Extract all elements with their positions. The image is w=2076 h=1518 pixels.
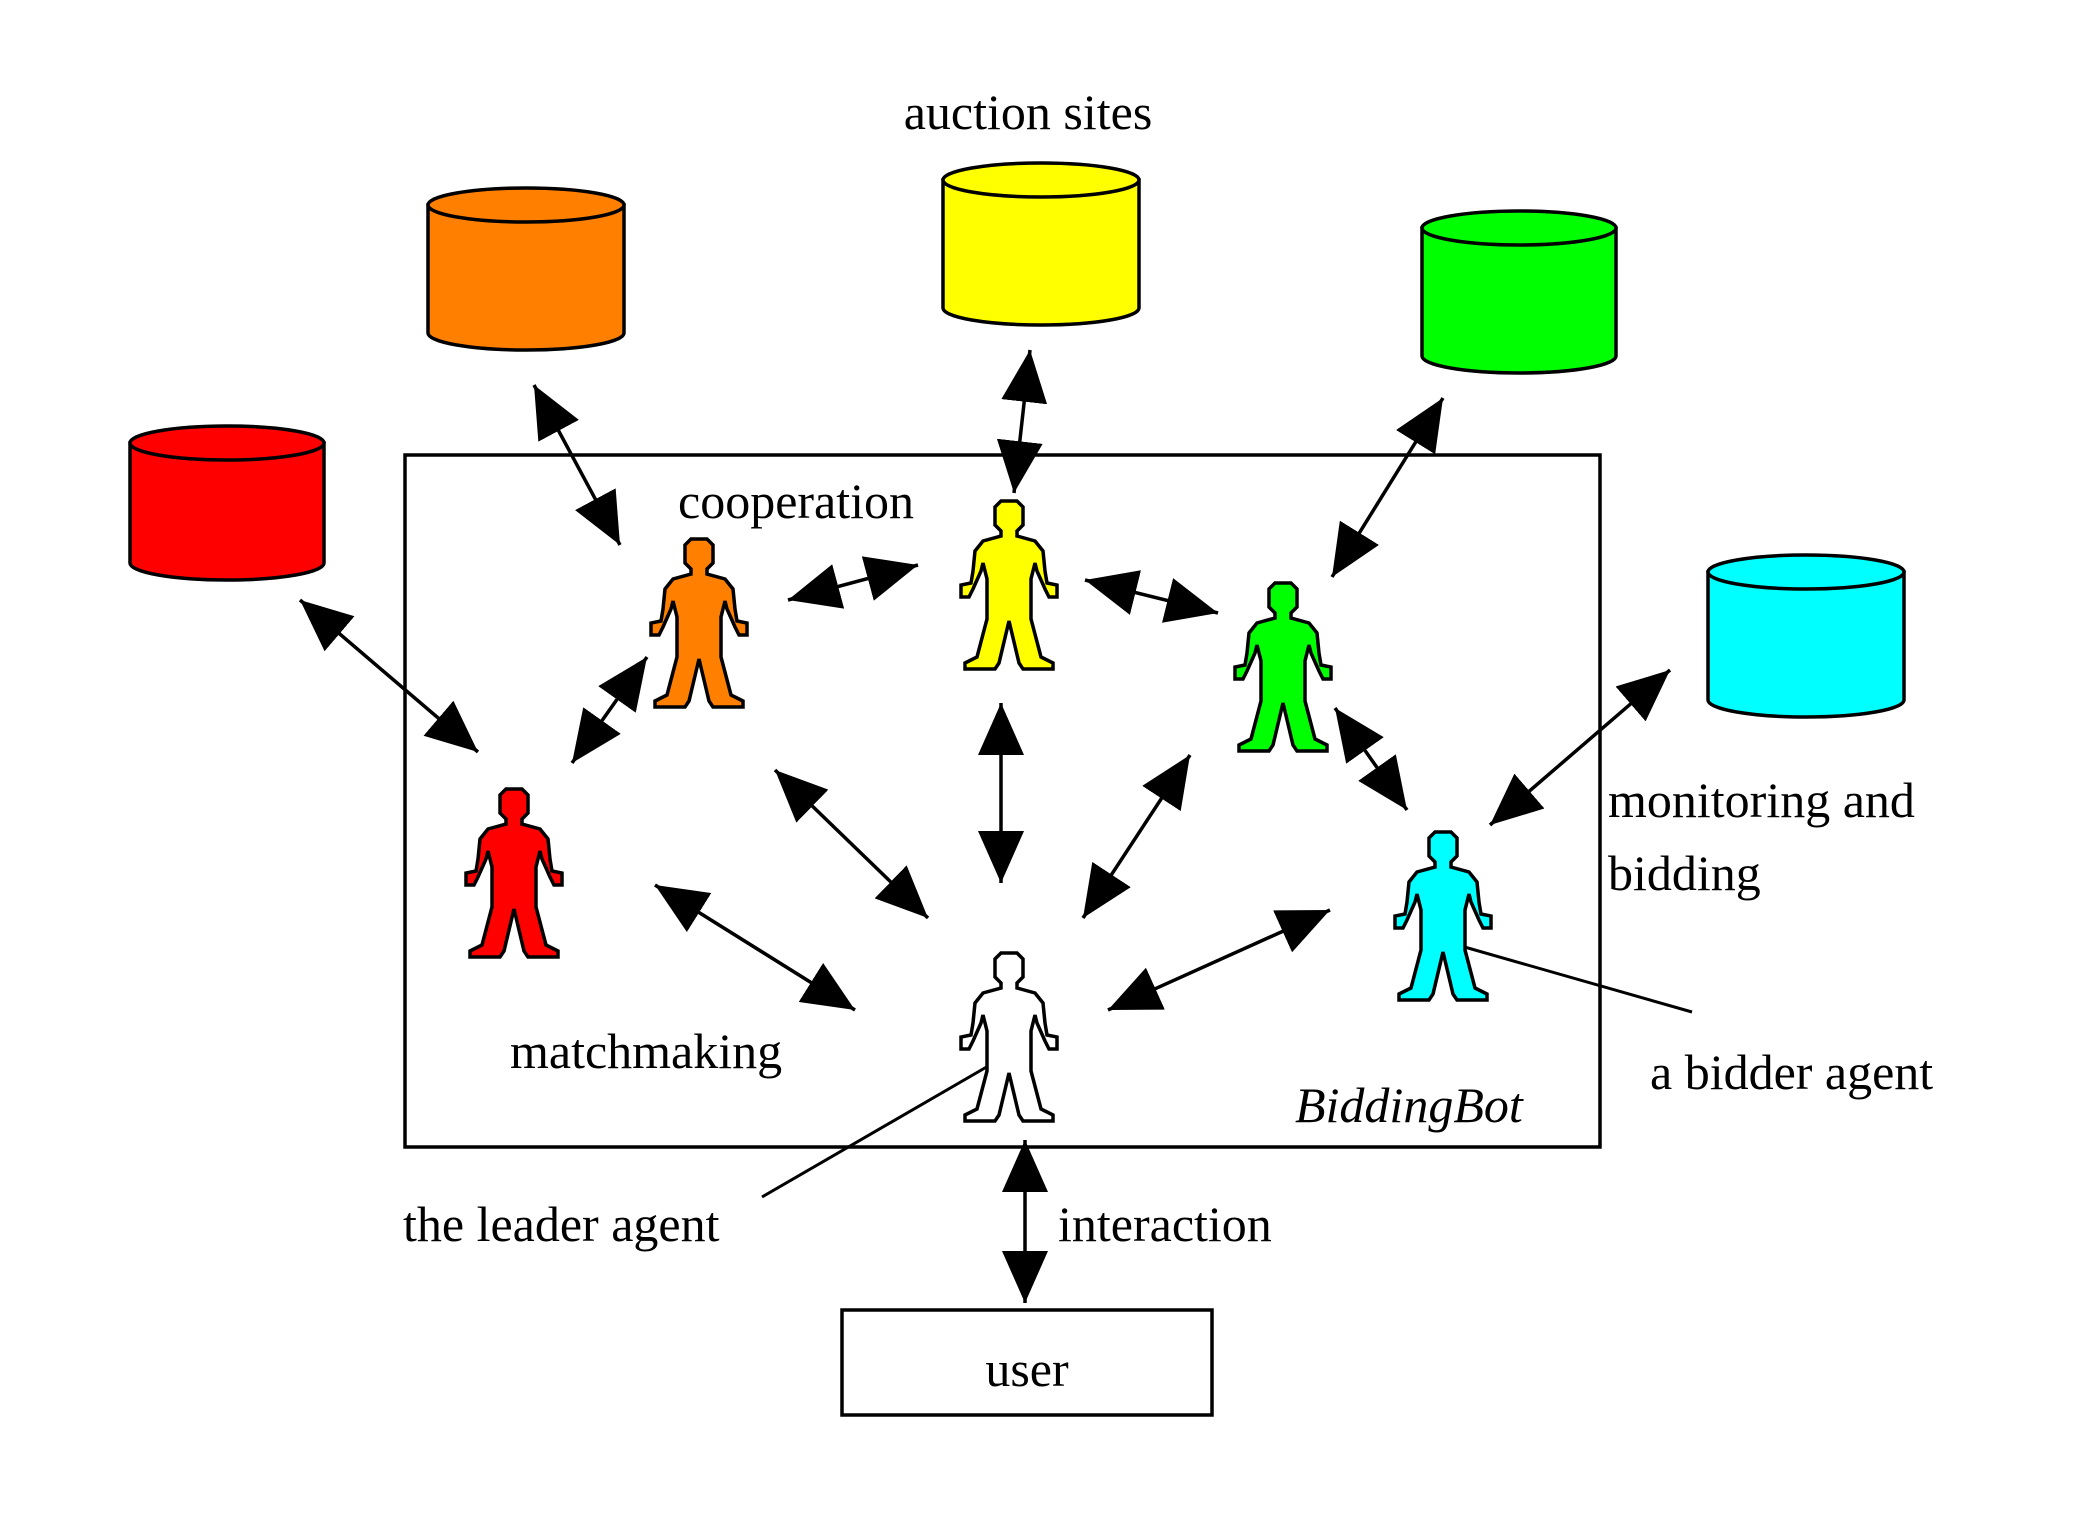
arrow-orange-yellow-cooperation (787, 556, 919, 609)
arrow-orange-leader (773, 768, 930, 920)
leader-agent-callout-line (761, 1063, 991, 1199)
user-box (840, 1308, 1214, 1417)
database-green-icon (1420, 209, 1618, 375)
bidder-agent-cyan-icon (1393, 830, 1493, 1002)
agent-yellow-icon (959, 499, 1059, 671)
arrow-green-cyan-cooperation (1333, 706, 1409, 812)
leader-agent-label: the leader agent (403, 1196, 720, 1252)
leader-agent-icon (959, 951, 1059, 1123)
arrow-yellow-db-to-yellow-agent (996, 349, 1048, 494)
agent-orange-icon (649, 537, 749, 709)
arrow-cyan-leader (1107, 908, 1331, 1012)
auction-sites-label: auction sites (904, 84, 1153, 140)
user-label: user (985, 1341, 1069, 1397)
arrow-red-leader-matchmaking (654, 883, 856, 1012)
monitoring-label-line1: monitoring and (1608, 772, 1915, 828)
arrow-red-db-to-red-agent (298, 598, 480, 754)
arrow-orange-db-to-orange-agent (532, 384, 622, 546)
arrow-cyan-db-to-cyan-agent (1488, 668, 1672, 827)
monitoring-label-line2: bidding (1608, 845, 1761, 901)
cooperation-label: cooperation (678, 473, 914, 529)
arrow-red-orange-cooperation (570, 655, 649, 765)
matchmaking-label: matchmaking (510, 1023, 782, 1079)
database-yellow-icon (941, 161, 1141, 327)
arrow-green-leader (1081, 754, 1192, 919)
interaction-label: interaction (1058, 1196, 1272, 1252)
arrow-green-db-to-green-agent (1330, 397, 1445, 578)
agent-red-icon (464, 787, 564, 959)
database-orange-icon (426, 186, 626, 352)
bidder-agent-label: a bidder agent (1650, 1044, 1933, 1100)
arrow-yellow-green-cooperation (1084, 570, 1219, 623)
database-cyan-icon (1706, 553, 1906, 719)
database-red-icon (128, 424, 326, 582)
bidder-agent-callout-line (1439, 938, 1693, 1014)
agent-green-icon (1233, 581, 1333, 753)
system-name-label: BiddingBot (1295, 1077, 1524, 1133)
